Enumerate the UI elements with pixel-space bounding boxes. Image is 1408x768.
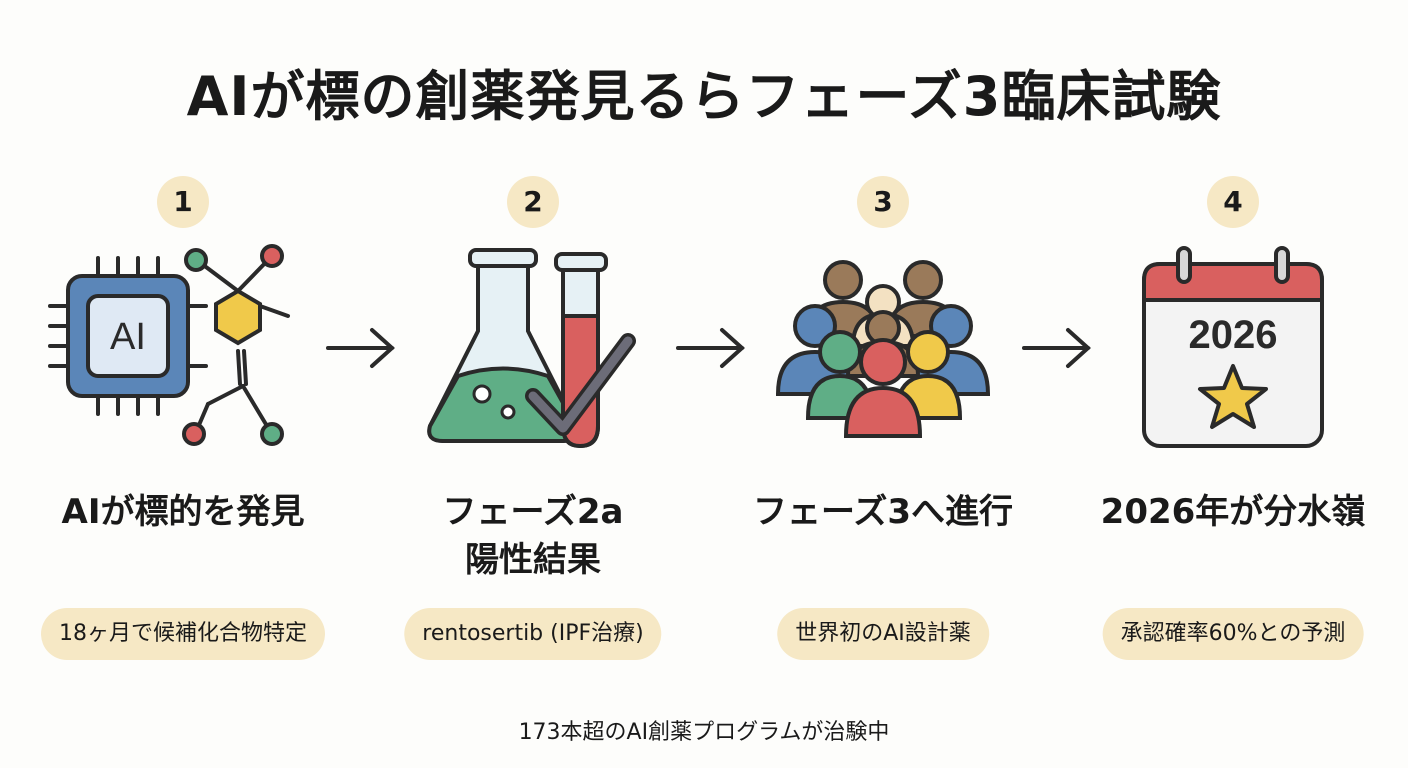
- arrow-right-icon: [1022, 328, 1091, 368]
- page-title: AIが標の創薬発見るらフェーズ3臨床試験: [186, 65, 1222, 128]
- step-label-2-line: フェーズ2a: [442, 492, 624, 532]
- step-number-2: 2: [507, 176, 559, 228]
- step-detail-1: 18ヶ月で候補化合物特定: [41, 608, 325, 660]
- step-number-1: 1: [157, 176, 209, 228]
- flask-checkmark-icon: [427, 248, 636, 449]
- people-group-icon: [775, 260, 991, 438]
- step-2: 2 フェーズ2a 陽性結果 rentosertib (IPF治療): [358, 0, 708, 768]
- step-4: 4 2026 2026年が分水嶺 承認確率60%との予測: [1058, 0, 1408, 768]
- calendar-year: 2026: [1189, 313, 1278, 357]
- arrow-right-icon: [676, 328, 745, 368]
- step-label-2-line: 陽性結果: [465, 540, 601, 580]
- step-3: 3 フェーズ3へ進行 世界初のAI設計薬: [708, 0, 1058, 768]
- step-number-4: 4: [1207, 176, 1259, 228]
- footer-note: 173本超のAI創薬プログラムが治験中: [518, 720, 890, 745]
- step-label-1: AIが標的を発見: [61, 492, 305, 532]
- step-1: 1 AI AIが標的を発見 18ヶ月で候補化合物特定: [8, 0, 358, 768]
- ai-chip-molecule-icon: AI: [48, 244, 290, 446]
- step-detail-4: 承認確率60%との予測: [1102, 608, 1364, 660]
- step-label-4: 2026年が分水嶺: [1100, 492, 1366, 532]
- arrow-right-icon: [326, 328, 395, 368]
- step-detail-3: 世界初のAI設計薬: [777, 608, 989, 660]
- step-label-2: フェーズ2a 陽性結果: [358, 488, 708, 584]
- chip-label: AI: [110, 316, 146, 358]
- step-label-3: フェーズ3へ進行: [753, 492, 1013, 532]
- calendar-star-icon: 2026: [1142, 246, 1324, 448]
- step-detail-2: rentosertib (IPF治療): [404, 608, 662, 660]
- step-number-3: 3: [857, 176, 909, 228]
